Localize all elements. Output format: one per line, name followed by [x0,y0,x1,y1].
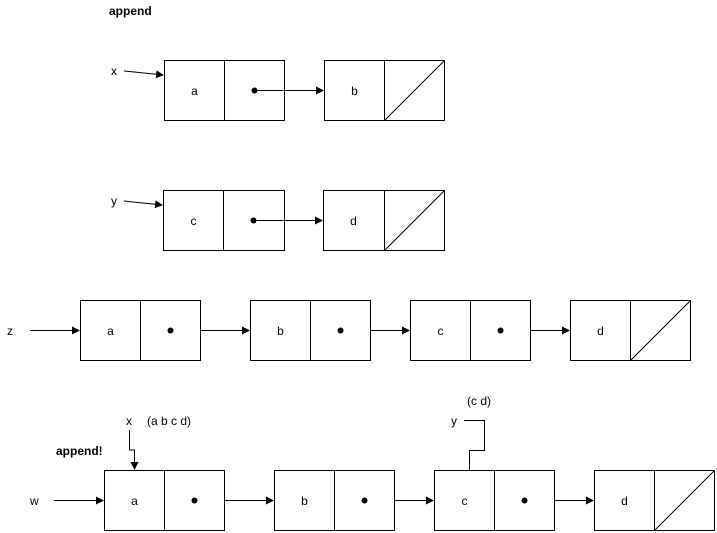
car-value: d [621,494,628,508]
car-box [164,60,225,121]
pointer-dot [497,327,504,334]
car-value: d [597,324,604,338]
y-cell-c: c [163,190,323,251]
pointer-y [123,200,163,209]
car-box [104,470,165,531]
car-value: c [462,494,468,508]
car-value: b [277,324,284,338]
car-value: c [438,324,444,338]
car-value: a [107,324,114,338]
car-value: a [131,494,138,508]
x-value-annotation: (a b c d) [147,414,191,428]
title-append-bang: append! [56,444,103,458]
car-box [434,470,495,531]
z-cell-d: d [570,300,691,361]
nil-slash [384,60,445,121]
car-box [80,300,141,361]
nil-slash [630,300,691,361]
var-label-y: y [111,194,117,208]
x-cell-a: a [164,60,324,121]
z-cell-a: a [80,300,250,361]
nil-slash [384,190,445,251]
car-value: a [191,84,198,98]
car-box [274,470,335,531]
w-cell-d: d [594,470,715,531]
var-label-x: x [111,64,117,78]
var-label-y-bang: y [451,414,457,428]
car-value: c [191,214,197,228]
x-cell-b: b [324,60,445,121]
var-label-x-bang: x [126,414,132,428]
pointer-dot [167,327,174,334]
nil-slash [654,470,715,531]
pointer-dot [191,497,198,504]
car-value: b [351,84,358,98]
pointer-x-bang [129,430,139,470]
w-cell-a: a [104,470,274,531]
z-cell-c: c [410,300,570,361]
z-cell-b: b [250,300,410,361]
car-box [570,300,631,361]
car-box [410,300,471,361]
y-cell-d: d [323,190,445,251]
pointer-y-bang [464,420,485,480]
var-label-z: z [7,324,13,338]
car-box [324,60,385,121]
car-value: d [350,214,357,228]
pointer-x [123,70,164,79]
pointer-dot [361,497,368,504]
car-box [323,190,385,251]
car-box [594,470,655,531]
var-label-w: w [29,494,39,508]
pointer-dot [521,497,528,504]
w-cell-b: b [274,470,434,531]
y-value-annotation: (c d) [467,394,491,408]
cdr-box [140,300,201,361]
w-cell-c: c [434,470,594,531]
car-value: b [301,494,308,508]
title-append: append [109,4,152,18]
pointer-dot [337,327,344,334]
